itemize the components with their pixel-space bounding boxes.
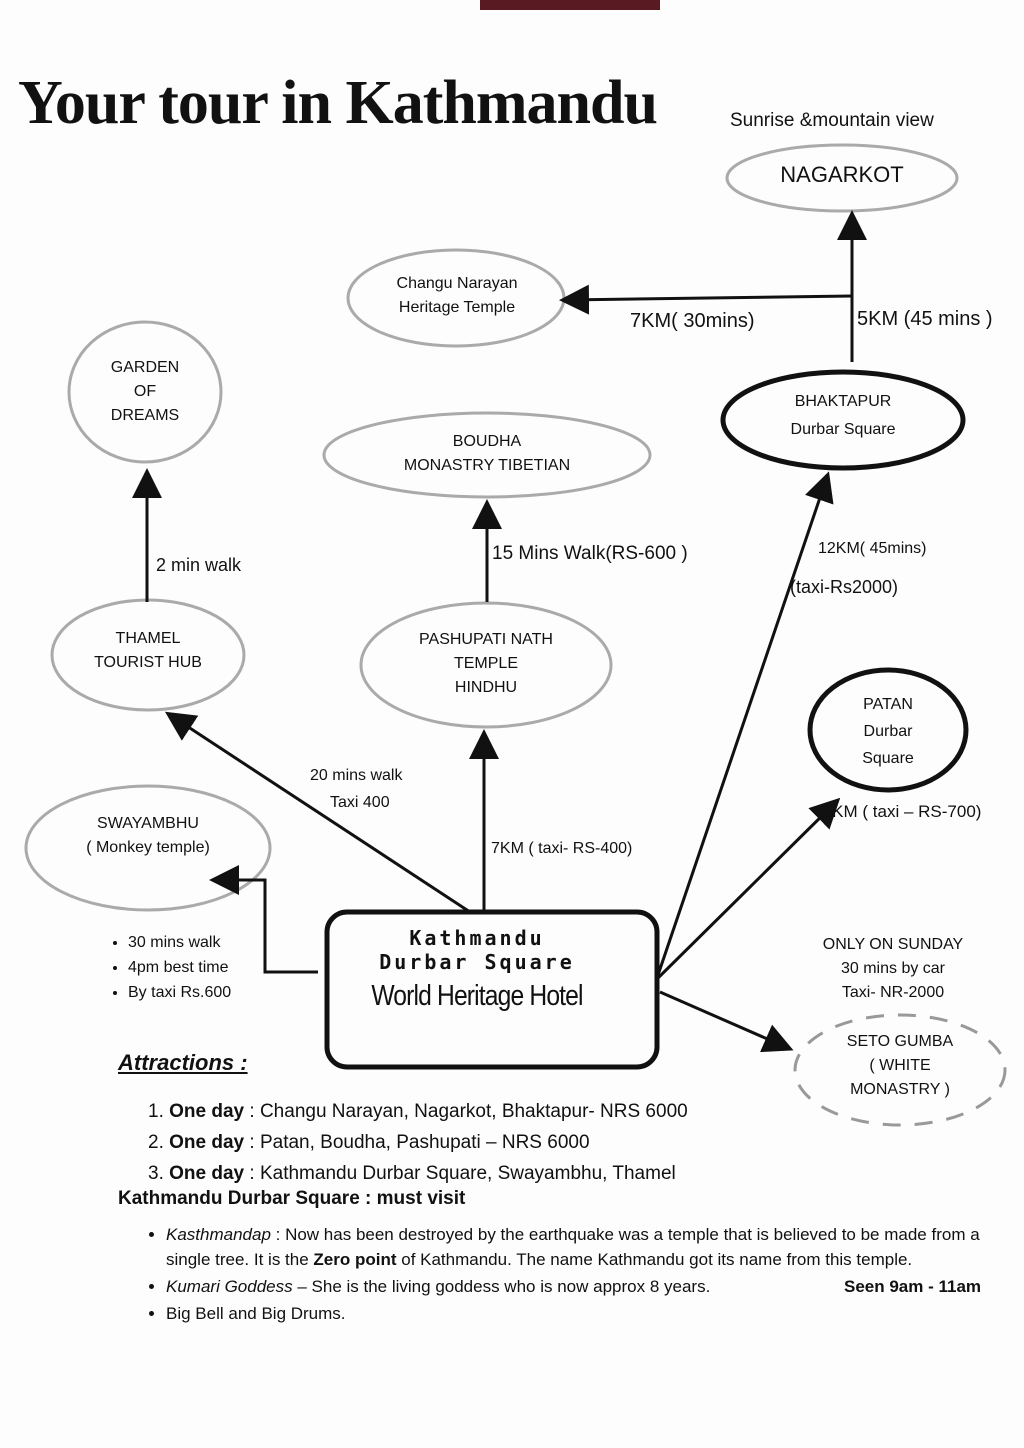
bullet-bell: Big Bell and Big Drums.: [166, 1301, 1018, 1326]
edge-label-line: 30 mins by car: [840, 960, 946, 977]
boudha-ellipse: [322, 411, 652, 499]
node-label: BOUDHA: [452, 433, 522, 450]
bullet-text: : Now has been destroyed by the earthqua…: [166, 1225, 980, 1269]
edge-label-patan: 7 KM ( taxi – RS-700): [818, 802, 982, 821]
arrow-changu: [559, 284, 853, 315]
edge-label-pashupati: 7KM ( taxi- RS-400): [491, 840, 633, 857]
node-label: Durbar Square: [790, 421, 896, 438]
node-label: THAMEL: [115, 630, 181, 647]
photo-edge: [480, 0, 660, 10]
node-pashupati: PASHUPATI NATH TEMPLE HINDHU: [361, 628, 611, 700]
arrow-swayambhu: [209, 865, 318, 974]
plan-number: 1.: [148, 1101, 164, 1122]
edge-label-line: ONLY ON SUNDAY: [822, 936, 964, 953]
node-label: TOURIST HUB: [94, 654, 202, 671]
node-nagarkot: NAGARKOT: [780, 162, 904, 187]
arrow-thamel: [164, 711, 471, 914]
plan-item: 3. One day : Kathmandu Durbar Square, Sw…: [148, 1158, 688, 1189]
node-label: ( Monkey temple): [86, 839, 210, 856]
arrow-seto: [659, 990, 794, 1053]
nagarkot-caption: Sunrise &mountain view: [730, 110, 934, 131]
edge-label-garden: 2 min walk: [156, 555, 242, 575]
node-label: DREAMS: [110, 407, 180, 424]
node-label: PATAN: [863, 696, 913, 713]
node-label: Kathmandu: [409, 926, 545, 950]
plan-text: : Kathmandu Durbar Square, Swayambhu, Th…: [244, 1163, 676, 1184]
plan-text: : Patan, Boudha, Pashupati – NRS 6000: [244, 1132, 590, 1153]
plan-number: 2.: [148, 1132, 164, 1153]
node-label: World Heritage Hotel: [371, 980, 583, 1012]
edge-label-changu: 7KM( 30mins): [630, 310, 755, 332]
node-label: Square: [862, 750, 914, 767]
bullet-title: Kasthmandap: [166, 1225, 271, 1244]
edge-label-bhaktapur-2: (taxi-Rs2000): [790, 577, 899, 597]
node-hotel: Kathmandu Durbar Square World Heritage H…: [327, 926, 627, 1018]
node-label: MONASTRY TIBETIAN: [403, 457, 571, 474]
page-title: Your tour in Kathmandu: [18, 69, 658, 137]
node-boudha: BOUDHA MONASTRY TIBETIAN: [324, 430, 650, 478]
edge-label-thamel-1: 20 mins walk: [310, 767, 403, 784]
node-label: PASHUPATI NATH: [419, 631, 553, 648]
note-item: 30 mins walk: [128, 930, 231, 955]
edge-label-seto: ONLY ON SUNDAY 30 mins by car Taxi- NR-2…: [795, 933, 991, 1005]
bullet-text: – She is the living goddess who is now a…: [292, 1277, 711, 1296]
bullet-title: Kumari Goddess: [166, 1277, 293, 1296]
node-label: Heritage Temple: [398, 299, 516, 316]
hotel-box: [324, 909, 660, 1070]
plan-day: One day: [169, 1132, 245, 1153]
plan-number: 3.: [148, 1163, 164, 1184]
node-label: Changu Narayan: [396, 275, 518, 292]
must-visit-list: Kasthmandap : Now has been destroyed by …: [148, 1222, 1018, 1328]
must-visit-heading: Kathmandu Durbar Square : must visit: [118, 1188, 466, 1209]
note-item: By taxi Rs.600: [128, 980, 231, 1005]
node-label: Durbar Square: [379, 950, 575, 974]
node-patan: PATAN Durbar Square: [810, 691, 966, 772]
node-label: Durbar: [863, 723, 913, 740]
garden-ellipse: [67, 320, 223, 464]
node-label: SETO GUMBA: [846, 1033, 954, 1050]
node-bhaktapur: BHAKTAPUR Durbar Square: [723, 388, 963, 444]
edge-label-bhaktapur-1: 12KM( 45mins): [818, 540, 927, 557]
node-label: BHAKTAPUR: [794, 393, 892, 410]
node-seto: SETO GUMBA ( WHITE MONASTRY ): [800, 1030, 1000, 1102]
node-label: SWAYAMBHU: [97, 815, 199, 832]
node-changu: Changu Narayan Heritage Temple: [350, 272, 564, 320]
plan-day: One day: [169, 1163, 245, 1184]
seen-time: Seen 9am - 11am: [844, 1277, 982, 1296]
bullet-bold: Zero point: [313, 1250, 397, 1269]
note-item: 4pm best time: [128, 955, 231, 980]
edge-label-thamel-2: Taxi 400: [330, 794, 390, 811]
plan-item: 2. One day : Patan, Boudha, Pashupati – …: [148, 1127, 688, 1158]
edge-label-boudha: 15 Mins Walk(RS-600 ): [492, 543, 688, 564]
node-thamel: THAMEL TOURIST HUB: [52, 627, 244, 675]
day-plans: 1. One day : Changu Narayan, Nagarkot, B…: [148, 1096, 688, 1189]
arrow-patan: [656, 797, 841, 980]
node-label: HINDHU: [454, 679, 518, 696]
node-label: ( WHITE: [869, 1057, 931, 1074]
attractions-heading: Attractions :: [118, 1050, 248, 1075]
bullet-kumari: Kumari Goddess – She is the living godde…: [166, 1274, 1018, 1299]
patan-ellipse: [807, 667, 969, 793]
swayambhu-ellipse: [24, 784, 272, 912]
arrow-bhaktapur: [656, 471, 834, 976]
edge-label-line: Taxi- NR-2000: [841, 984, 945, 1001]
bullet-text: of Kathmandu. The name Kathmandu got its…: [396, 1250, 913, 1269]
plan-item: 1. One day : Changu Narayan, Nagarkot, B…: [148, 1096, 688, 1127]
swayambhu-notes: 30 mins walk 4pm best time By taxi Rs.60…: [110, 930, 231, 1005]
pashupati-ellipse: [359, 601, 613, 729]
bullet-kasthmandap: Kasthmandap : Now has been destroyed by …: [166, 1222, 1018, 1272]
node-label: MONASTRY ): [850, 1081, 950, 1098]
node-label: OF: [133, 383, 157, 400]
node-label: GARDEN: [110, 359, 180, 376]
edge-label-nagarkot: 5KM (45 mins ): [857, 308, 993, 330]
node-label: TEMPLE: [453, 655, 518, 672]
plan-text: : Changu Narayan, Nagarkot, Bhaktapur- N…: [244, 1101, 688, 1122]
bhaktapur-ellipse: [720, 369, 966, 471]
plan-day: One day: [169, 1101, 245, 1122]
node-garden: GARDEN OF DREAMS: [70, 356, 220, 428]
seto-ellipse: [793, 1013, 1007, 1127]
node-swayambhu: SWAYAMBHU ( Monkey temple): [26, 812, 270, 860]
